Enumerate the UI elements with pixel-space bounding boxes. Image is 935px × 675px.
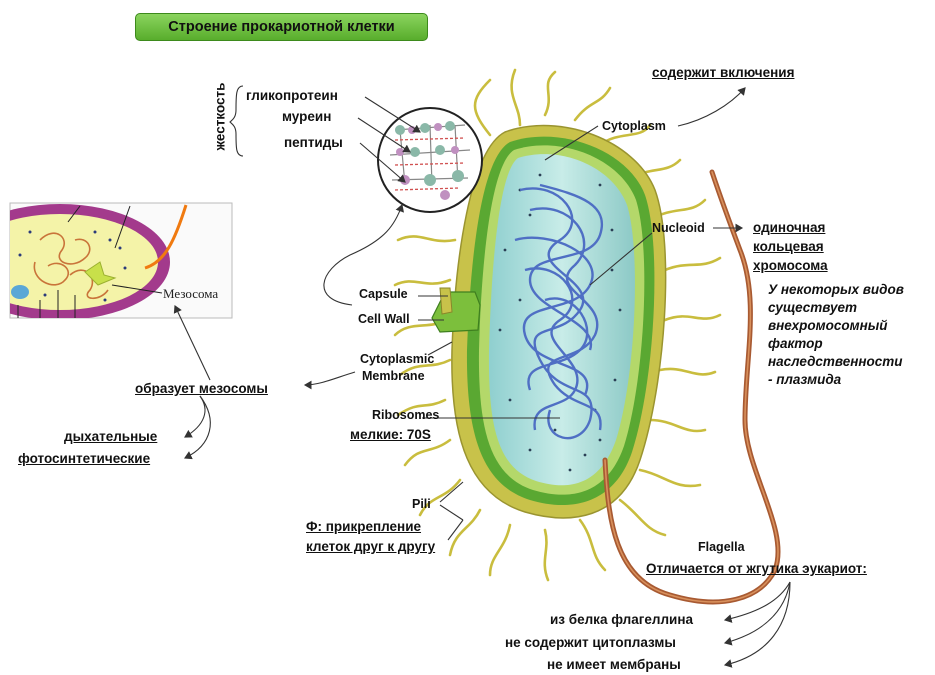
ribosomes-label: Ribosomes xyxy=(372,408,439,422)
murein-label: муреин xyxy=(282,109,331,124)
glycoprotein-label: гликопротеин xyxy=(246,88,338,103)
diagram-title: Строение прокариотной клетки xyxy=(135,13,428,41)
plasmid-note-line2: существует xyxy=(768,300,857,315)
mesosome-inset-label: Мезосома xyxy=(163,286,218,302)
ribosome-size-note: мелкие: 70S xyxy=(350,427,431,442)
peptides-label: пептиды xyxy=(284,135,343,150)
respiratory-note: дыхательные xyxy=(64,429,157,444)
chromosome-note-line2: кольцевая xyxy=(753,239,824,254)
plasmid-note-line5: наследственности xyxy=(768,354,903,369)
pili-label: Pili xyxy=(412,497,431,511)
mesosome-inset xyxy=(0,203,232,320)
plasmid-note-line6: - плазмида xyxy=(768,372,841,387)
capsule-label: Capsule xyxy=(359,287,408,301)
mesosomes-note: образует мезосомы xyxy=(135,381,268,396)
plasmid-note-line3: внехромосомный xyxy=(768,318,888,333)
no-membrane-note: не имеет мембраны xyxy=(547,657,681,672)
wall-structure-circle xyxy=(378,108,482,212)
membrane-label-line1: Cytoplasmic xyxy=(360,352,434,366)
nucleoid-label: Nucleoid xyxy=(652,221,705,235)
pili-function-line1: Ф: прикрепление xyxy=(306,519,421,534)
chromosome-note-line3: хромосома xyxy=(753,258,828,273)
no-cytoplasm-note: не содержит цитоплазмы xyxy=(505,635,676,650)
plasmid-note-line1: У некоторых видов xyxy=(768,282,904,297)
cell-wall-label: Cell Wall xyxy=(358,312,410,326)
inclusions-note: содержит включения xyxy=(652,65,794,80)
pili-function-line2: клеток друг к другу xyxy=(306,539,435,554)
membrane-label-line2: Membrane xyxy=(362,369,425,383)
cytoplasm-label: Cytoplasm xyxy=(602,119,666,133)
flagella-difference-note: Отличается от жгутика эукариот: xyxy=(646,561,867,576)
chromosome-note-line1: одиночная xyxy=(753,220,825,235)
photosynthetic-note: фотосинтетические xyxy=(18,451,150,466)
rigidity-label: жесткость xyxy=(212,83,227,151)
plasmid-note-line4: фактор xyxy=(768,336,823,351)
flagellin-note: из белка флагеллина xyxy=(550,612,693,627)
rigidity-label-box: жесткость xyxy=(212,79,236,159)
flagella-label: Flagella xyxy=(698,540,745,554)
